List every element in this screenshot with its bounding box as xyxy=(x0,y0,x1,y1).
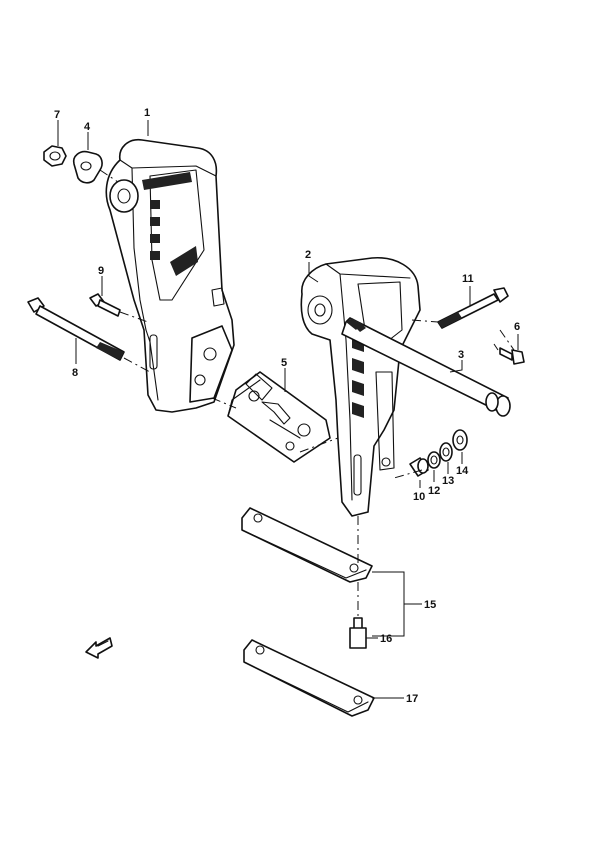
bolt-short[interactable] xyxy=(89,293,121,317)
plate-upper[interactable] xyxy=(241,507,373,583)
callout-14: 14 xyxy=(456,465,469,477)
callout-1: 1 xyxy=(144,107,150,119)
callout-10: 10 xyxy=(413,491,425,503)
tilt-tube[interactable] xyxy=(341,317,511,417)
bolt-tube[interactable] xyxy=(437,287,509,329)
front-direction-arrow-icon xyxy=(85,637,113,659)
callout-4: 4 xyxy=(84,121,91,133)
nut[interactable] xyxy=(43,145,67,167)
callout-labels: 1 2 3 4 5 6 7 8 9 10 11 12 13 14 15 16 1… xyxy=(54,107,520,705)
bolt-plate[interactable] xyxy=(349,617,367,649)
bolt-small[interactable] xyxy=(499,347,525,365)
washer-small[interactable] xyxy=(439,442,453,462)
plate-lower[interactable] xyxy=(243,639,375,717)
nut-lock[interactable] xyxy=(427,451,441,469)
callout-8: 8 xyxy=(72,367,78,379)
callout-13: 13 xyxy=(442,475,454,487)
bolt-long[interactable] xyxy=(27,297,125,361)
assembly-centerlines xyxy=(99,169,515,618)
callout-5: 5 xyxy=(281,357,287,369)
callout-3: 3 xyxy=(458,349,464,361)
washer-large[interactable] xyxy=(452,429,468,451)
callout-2: 2 xyxy=(305,249,311,261)
callout-16: 16 xyxy=(380,633,392,645)
clamp-bracket-left[interactable] xyxy=(105,138,235,413)
spacer-block[interactable] xyxy=(227,371,331,463)
plate-washer[interactable] xyxy=(72,150,103,184)
callout-9: 9 xyxy=(98,265,104,277)
callout-15: 15 xyxy=(424,599,436,611)
callout-6: 6 xyxy=(514,321,520,333)
callout-7: 7 xyxy=(54,109,60,121)
callout-11: 11 xyxy=(462,273,474,285)
bushing[interactable] xyxy=(409,457,429,477)
leader-lines xyxy=(57,120,519,699)
clamp-bracket-right[interactable] xyxy=(300,257,421,517)
callout-12: 12 xyxy=(428,485,440,497)
callout-17: 17 xyxy=(406,693,418,705)
